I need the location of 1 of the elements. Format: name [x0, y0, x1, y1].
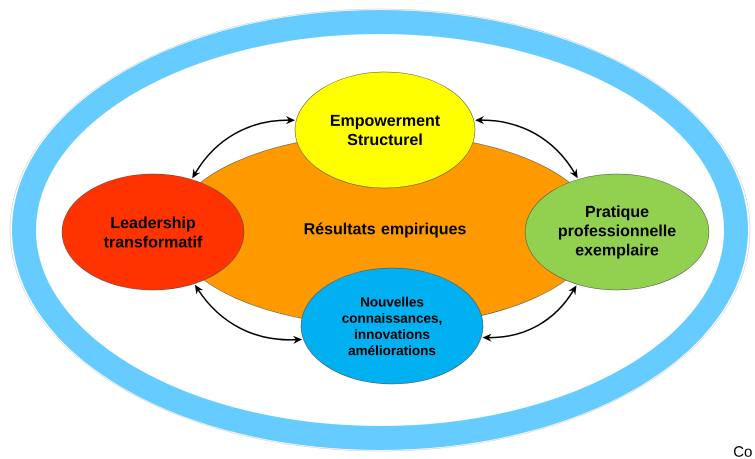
source-note: Co [734, 446, 752, 457]
